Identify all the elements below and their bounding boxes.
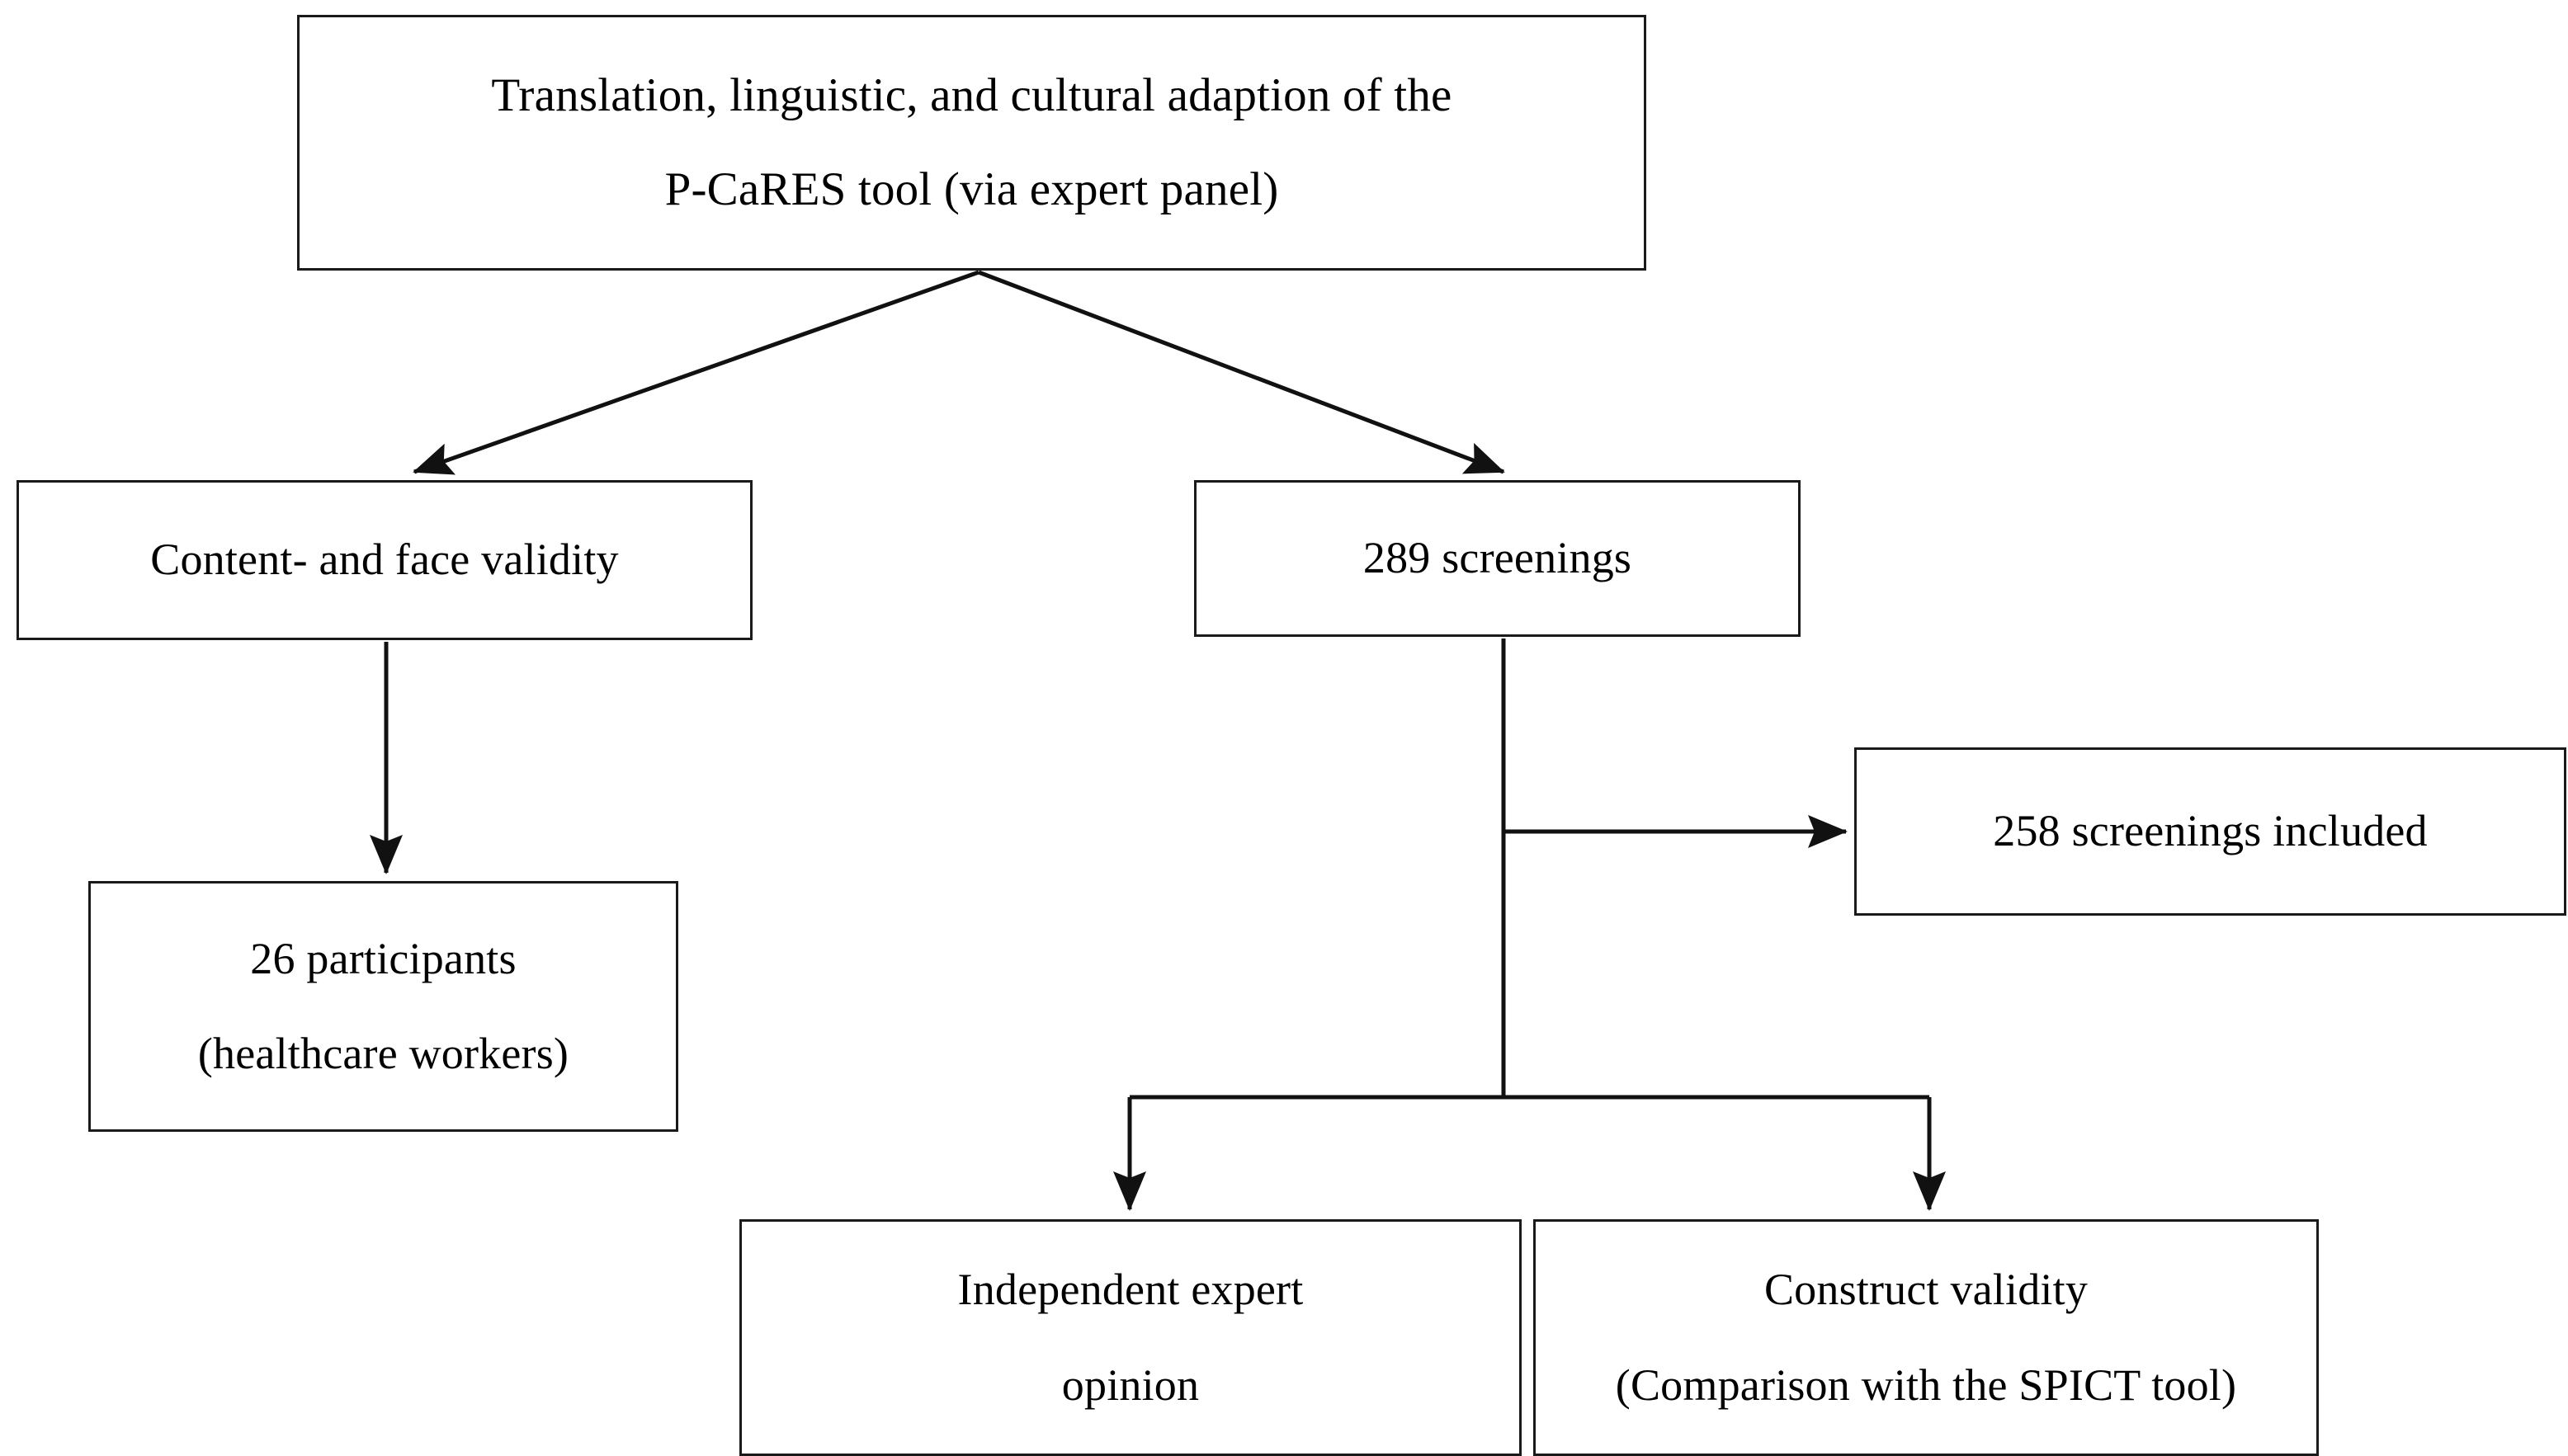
construct-validity-node-line-2: (Comparison with the SPICT tool) — [1615, 1359, 2237, 1410]
content-and-face-validity-node: Content- and face validity — [17, 480, 753, 640]
edge-translation-to-289-screenings-line — [978, 270, 1505, 474]
edge-translation-to-content-validity-line — [413, 270, 980, 475]
construct-validity-node: Construct validity (Comparison with the … — [1533, 1219, 2319, 1456]
26-participants-node: 26 participants (healthcare workers) — [88, 881, 678, 1132]
26-participants-node-line-2: (healthcare workers) — [197, 1029, 569, 1078]
26-participants-node-line-1: 26 participants — [250, 933, 517, 983]
independent-expert-opinion-node-line-1: Independent expert — [957, 1265, 1304, 1315]
construct-validity-node-line-1: Construct validity — [1763, 1265, 2089, 1315]
258-screenings-included-node-line-1: 258 screenings included — [1993, 806, 2428, 856]
translation-node-line-1: Translation, linguistic, and cultural ad… — [491, 68, 1452, 121]
translation-node: Translation, linguistic, and cultural ad… — [297, 15, 1646, 271]
content-and-face-validity-node-line-1: Content- and face validity — [150, 535, 619, 585]
289-screenings-node: 289 screenings — [1194, 480, 1801, 637]
independent-expert-opinion-node-line-2: opinion — [1061, 1359, 1200, 1410]
independent-expert-opinion-node: Independent expert opinion — [739, 1219, 1522, 1456]
258-screenings-included-node: 258 screenings included — [1854, 747, 2566, 916]
translation-node-line-2: P-CaRES tool (via expert panel) — [664, 163, 1279, 215]
289-screenings-node-line-1: 289 screenings — [1362, 533, 1632, 583]
